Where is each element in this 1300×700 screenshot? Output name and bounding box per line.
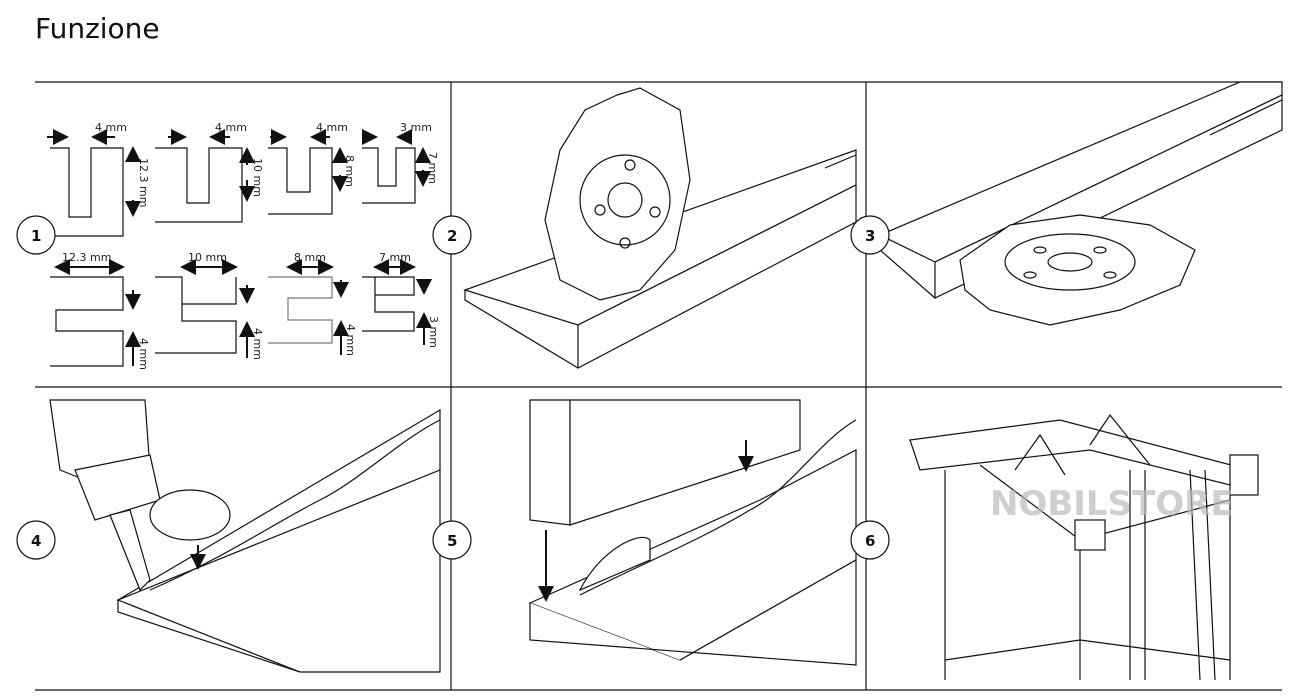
step-markers: 1 2 3 4 5 6: [16, 215, 890, 560]
bottom-width-3: 8 mm: [294, 251, 326, 264]
panel-6-clamping-illustration: NOBILSTORE: [909, 413, 1259, 681]
bottom-depth-1: 4 mm: [137, 338, 150, 370]
watermark: NOBILSTORE: [990, 484, 1234, 524]
top-width-4: 3 mm: [400, 121, 432, 134]
bottom-width-4: 7 mm: [379, 251, 411, 264]
bottom-width-1: 12.3 mm: [62, 251, 111, 264]
bottom-width-2: 10 mm: [188, 251, 227, 264]
top-depth-2: 10 mm: [251, 158, 264, 197]
step-5: 5: [447, 532, 457, 550]
top-width-3: 4 mm: [316, 121, 348, 134]
top-depth-3: 8 mm: [343, 155, 356, 187]
bottom-depth-3: 4 mm: [344, 324, 357, 356]
step-2: 2: [447, 227, 457, 245]
top-depth-1: 12.3 mm: [137, 158, 150, 207]
bottom-depth-4: 3 mm: [427, 316, 440, 348]
panel-3-cutter-illustration: [878, 81, 1283, 326]
bottom-depth-2: 4 mm: [251, 328, 264, 360]
top-width-2: 4 mm: [215, 121, 247, 134]
top-width-1: 4 mm: [95, 121, 127, 134]
panel-2-cutter-illustration: [463, 87, 857, 369]
page-title: Funzione: [35, 12, 160, 45]
step-3: 3: [865, 227, 875, 245]
step-4: 4: [31, 532, 41, 550]
panel-4-glue-illustration: [49, 399, 441, 673]
panel-5-assembly-illustration: [528, 399, 857, 666]
step-6: 6: [865, 532, 875, 550]
panel-grid: [35, 81, 1282, 691]
top-depth-4: 7 mm: [426, 152, 439, 184]
step-1: 1: [31, 227, 41, 245]
panel-1-slot-profiles: 4 mm 4 mm 4 mm 3 mm 12.3 mm 10 mm 8 mm 7…: [47, 121, 440, 370]
